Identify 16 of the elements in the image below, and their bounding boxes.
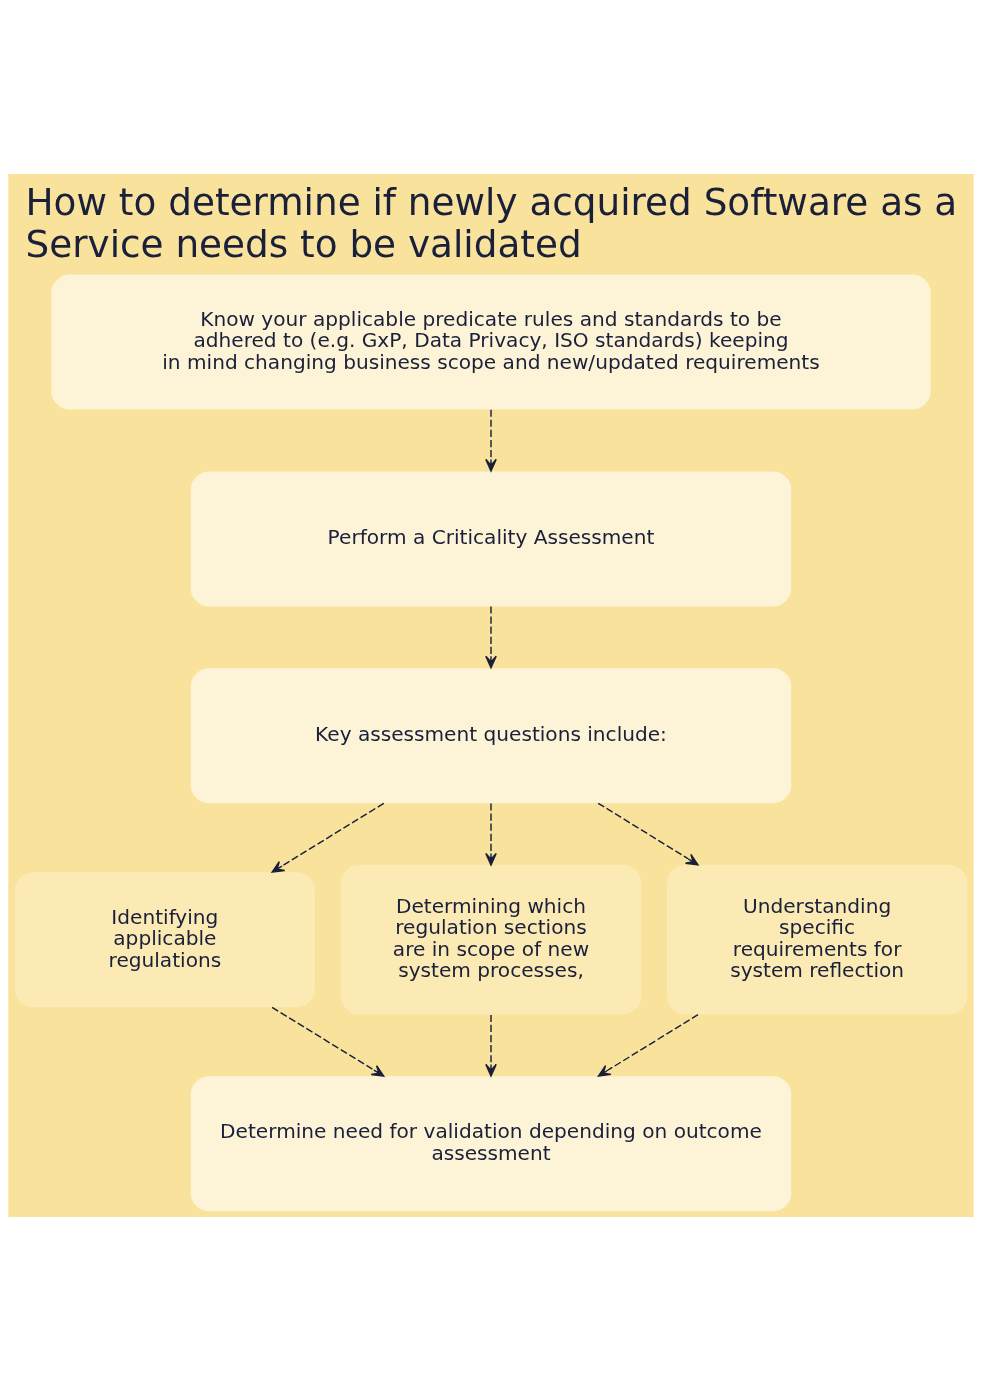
node-box: Understanding specific requirements for system reflection — [667, 865, 968, 1015]
node-box: Determine need for validation depending on outcome assessment — [190, 1076, 792, 1212]
arrow — [597, 802, 699, 866]
node-box: Identifying applicable regulations — [14, 872, 315, 1008]
arrow — [485, 1014, 497, 1077]
arrow — [485, 605, 497, 669]
node-box: Determining which regulation sections are in scope of new system processes, — [340, 865, 642, 1015]
arrow — [271, 802, 385, 873]
arrow — [485, 802, 497, 866]
node-box: Key assessment questions include: — [190, 668, 792, 804]
node-box: Perform a Criticality Assessment — [190, 471, 792, 607]
node-box: Know your applicable predicate rules and standards to be adhered to (e.g. GxP, Data Privacy, ISO standards) keeping in mind changing business scope and new/updated requirements — [51, 274, 931, 410]
arrow — [485, 409, 497, 472]
diagram-title: How to determine if newly acquired Software as a Service needs to be validated — [25, 180, 958, 267]
arrow — [597, 1013, 699, 1077]
arrow — [271, 1006, 385, 1077]
